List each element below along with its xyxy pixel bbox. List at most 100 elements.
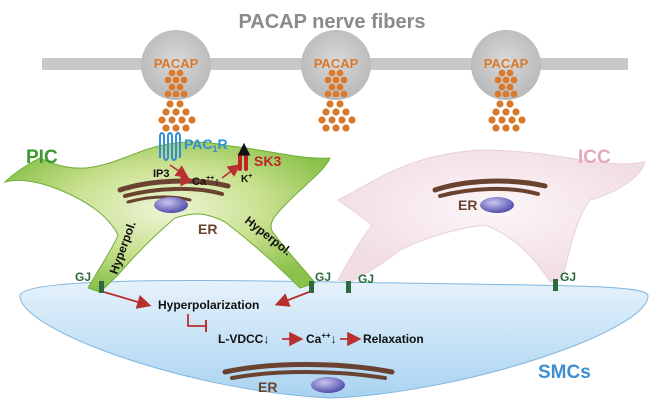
gj-label-4: GJ: [560, 270, 576, 284]
pacap-released-dot: [332, 124, 340, 132]
pacap-released-dot: [488, 116, 496, 124]
pacap-released-dot: [188, 116, 196, 124]
pacap-vesicle-dot: [340, 76, 348, 84]
pacap-vesicle-dot: [324, 76, 332, 84]
pac1r-receptor-icon: [159, 132, 181, 161]
gj-label-1: GJ: [75, 270, 91, 284]
pacap-released-dot: [502, 108, 510, 116]
pacap-vesicle-dot: [510, 76, 518, 84]
pacap-vesicle-dot: [172, 90, 180, 98]
pacap-released-dot: [168, 116, 176, 124]
pacap-vesicle-dot: [180, 90, 188, 98]
pacap-vesicle-dot: [510, 90, 518, 98]
pacap-released-dot: [498, 116, 506, 124]
pacap-vesicle-dot: [506, 83, 514, 91]
ca-down-label: Ca++↓: [306, 331, 337, 346]
pacap-released-dot: [342, 124, 350, 132]
pacap-released-dot: [318, 116, 326, 124]
smc-nucleus: [311, 377, 345, 393]
pacap-varicosity-2: PACAP: [301, 30, 371, 100]
relaxation-label: Relaxation: [363, 332, 424, 346]
sk3-channel-icon: [238, 153, 248, 171]
pacap-varicosity-1: PACAP: [141, 30, 211, 100]
pacap-released-dot: [492, 108, 500, 116]
pacap-released-dot: [182, 108, 190, 116]
gj-right-to-hyperpolarization-arrow: [274, 291, 310, 307]
icc-nucleus: [480, 197, 514, 213]
pacap-vesicle-dot: [336, 83, 344, 91]
gap-junction-2: [309, 281, 314, 293]
pacap-vesicle-dot: [176, 83, 184, 91]
pacap-released-dot: [336, 100, 344, 108]
pacap-released-dot: [326, 100, 334, 108]
pacap-released-dot: [348, 116, 356, 124]
pacap-vesicle-dot: [168, 83, 176, 91]
pacap-vesicle-dot: [332, 76, 340, 84]
pacap-released-dot: [502, 124, 510, 132]
pic-er: [117, 178, 231, 204]
pacap-vesicle-dot: [180, 76, 188, 84]
pacap-vesicle-dot: [164, 90, 172, 98]
pacap-vesicle-dot: [168, 69, 176, 77]
pic-er-label: ER: [198, 221, 217, 237]
inhibition-connector: [187, 314, 206, 327]
pacap-released-dot: [182, 124, 190, 132]
icc-er: [432, 178, 548, 198]
hyperpolarization-label: Hyperpolarization: [158, 298, 259, 312]
pacap-vesicle-dot: [328, 83, 336, 91]
smc-er-label: ER: [258, 379, 277, 395]
k-label: K+: [241, 173, 252, 185]
pacap-released-dot: [322, 108, 330, 116]
pacap-varicosity-3: PACAP: [471, 30, 541, 100]
gj-left-to-hyperpolarization-arrow: [103, 291, 152, 309]
pacap-released-dot: [496, 100, 504, 108]
vesicle-label: PACAP: [154, 56, 199, 71]
ca-to-sk3-arrow: [221, 164, 241, 179]
pacap-released-dot: [172, 108, 180, 116]
pacap-released-dot: [506, 100, 514, 108]
pacap-release-dots: [158, 69, 526, 132]
pacap-released-dot: [492, 124, 500, 132]
pic-label: PIC: [26, 147, 58, 168]
pacap-vesicle-dot: [176, 69, 184, 77]
pacap-released-dot: [158, 116, 166, 124]
pacap-released-dot: [518, 116, 526, 124]
pacap-vesicle-dot: [498, 83, 506, 91]
pacap-vesicle-dot: [494, 76, 502, 84]
vesicle-label: PACAP: [314, 56, 359, 71]
pacap-released-dot: [166, 100, 174, 108]
pacap-vesicle-dot: [494, 90, 502, 98]
pacap-vesicle-dot: [498, 69, 506, 77]
pacap-released-dot: [322, 124, 330, 132]
sk3-label: SK3: [254, 153, 281, 169]
ip3-label: IP3: [153, 168, 170, 180]
pacap-released-dot: [338, 116, 346, 124]
pacap-released-dot: [328, 116, 336, 124]
pacap-vesicle-dot: [172, 76, 180, 84]
diagram-title: PACAP nerve fibers: [238, 11, 425, 33]
icc-cell: [337, 149, 646, 283]
gj-label-3: GJ: [358, 272, 374, 286]
pacap-released-dot: [332, 108, 340, 116]
pic-cell: [3, 141, 331, 293]
gj-label-2: GJ: [315, 270, 331, 284]
pacap-released-dot: [342, 108, 350, 116]
smc-er: [222, 362, 395, 380]
pacap-vesicle-dot: [340, 90, 348, 98]
ca-label: Ca++↑: [192, 175, 220, 188]
pacap-released-dot: [508, 116, 516, 124]
smc-label: SMCs: [538, 362, 591, 383]
pacap-released-dot: [512, 108, 520, 116]
pacap-released-dot: [178, 116, 186, 124]
pacap-released-dot: [162, 124, 170, 132]
pacap-vesicle-dot: [502, 90, 510, 98]
smc-layer: [19, 280, 649, 399]
pacap-vesicle-dot: [502, 76, 510, 84]
pacap-vesicle-dot: [506, 69, 514, 77]
lvdcc-label: L-VDCC↓: [218, 332, 269, 346]
pacap-vesicle-dot: [336, 69, 344, 77]
icc-er-label: ER: [458, 197, 477, 213]
pacap-released-dot: [512, 124, 520, 132]
pacap-vesicle-dot: [324, 90, 332, 98]
